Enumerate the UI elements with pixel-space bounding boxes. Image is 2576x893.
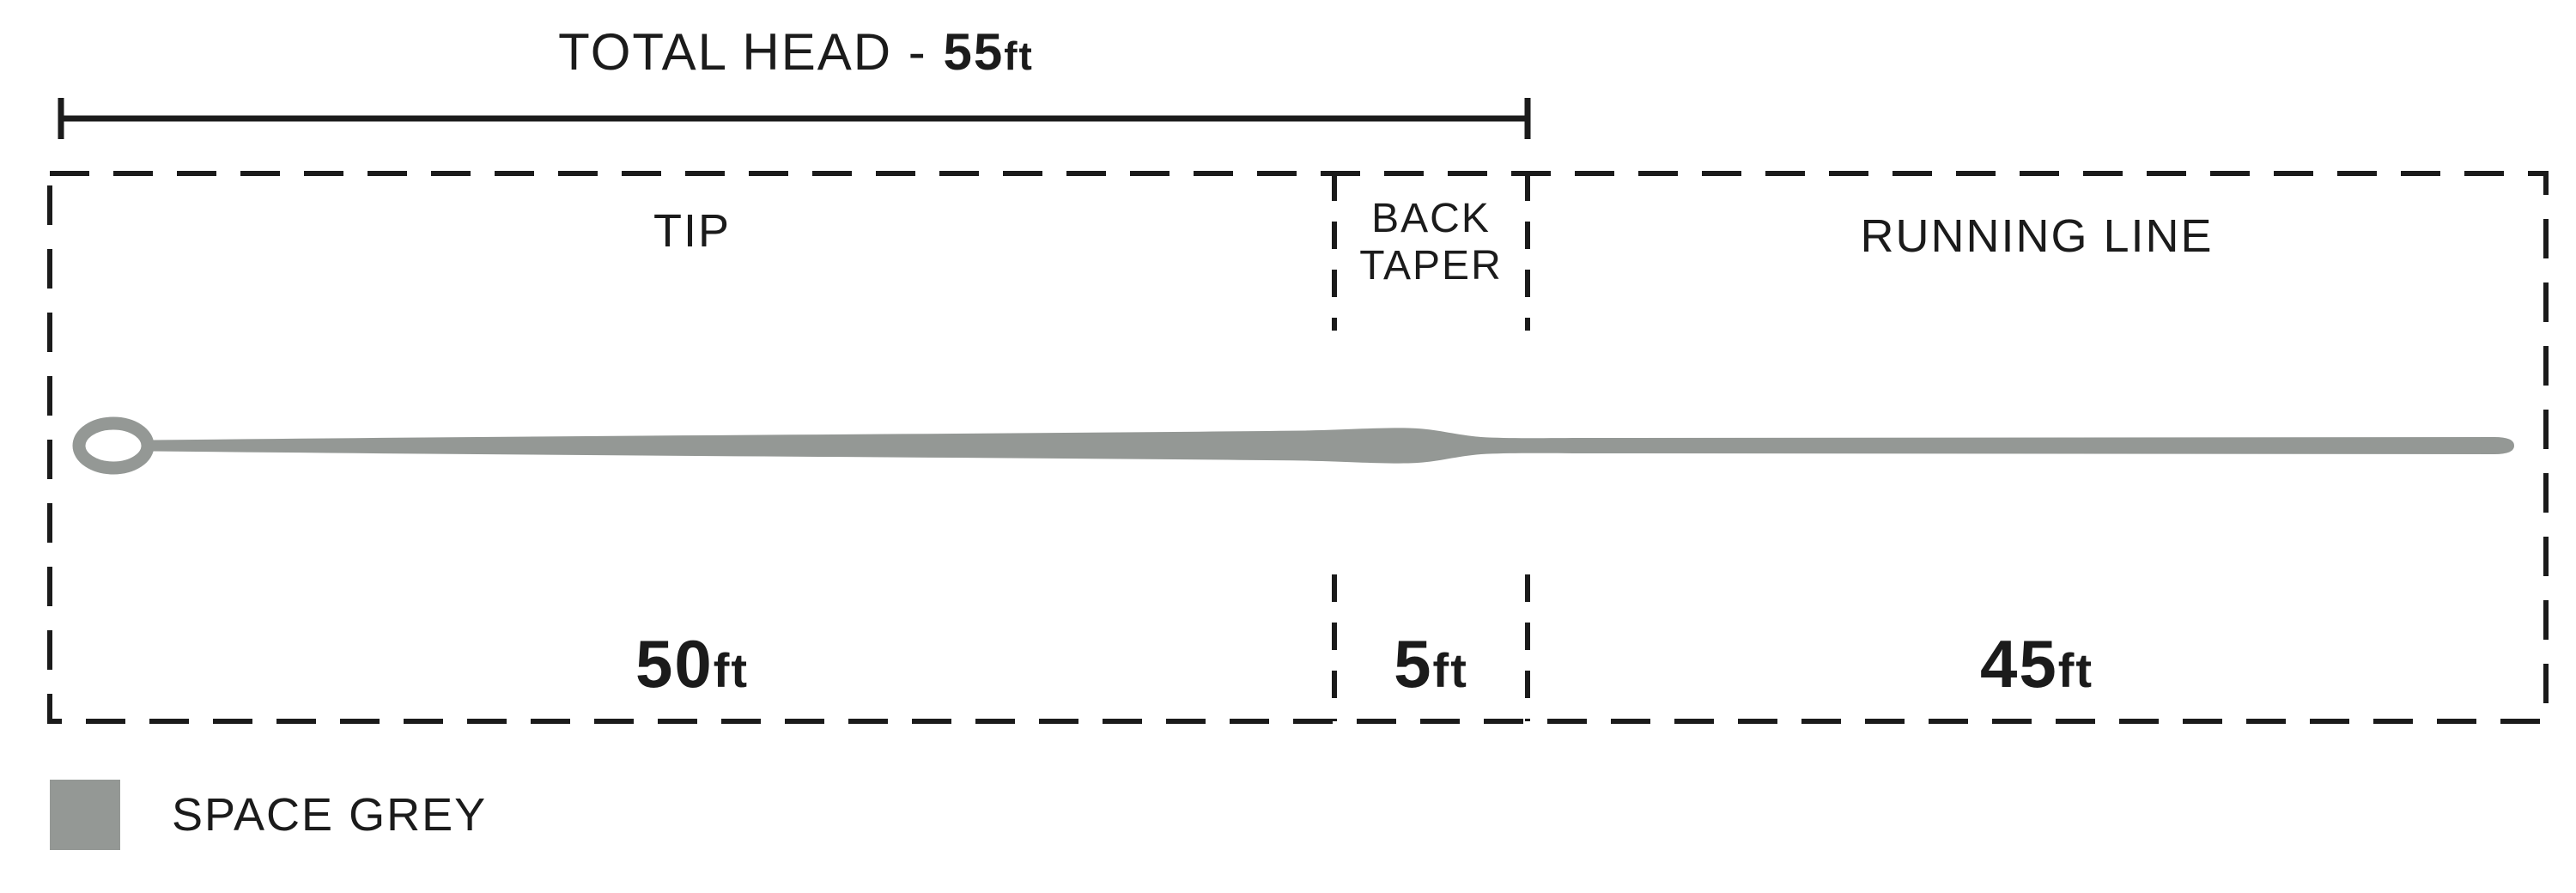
measure-back-taper-unit: ft	[1432, 643, 1468, 697]
head-bracket	[58, 98, 1531, 139]
legend-label: SPACE GREY	[172, 789, 488, 841]
section-label-running-line: RUNNING LINE	[1860, 210, 2214, 262]
measure-back-taper: 5ft	[1334, 625, 1528, 703]
section-label-tip: TIP	[653, 205, 731, 257]
title-unit: ft	[1004, 33, 1034, 78]
measure-tip: 50ft	[50, 625, 1334, 703]
legend-swatch-color	[50, 780, 120, 850]
measure-back-taper-value: 5	[1394, 626, 1433, 702]
fly-line-shape	[152, 428, 2514, 464]
measure-running-line-unit: ft	[2057, 643, 2094, 697]
diagram-border	[47, 171, 2549, 724]
measure-tip-unit: ft	[713, 643, 750, 697]
legend-swatch	[50, 780, 120, 850]
measure-running-line-value: 45	[1979, 626, 2058, 702]
section-label-back-taper: BACK TAPER	[1359, 196, 1503, 289]
legend: SPACE GREY	[50, 780, 487, 850]
title-prefix: TOTAL HEAD -	[558, 23, 944, 81]
measure-running-line: 45ft	[1528, 625, 2546, 703]
diagram-title: TOTAL HEAD - 55ft	[324, 22, 1268, 82]
title-value: 55	[943, 23, 1005, 81]
line-loop-icon	[72, 416, 155, 475]
measure-tip-value: 50	[635, 626, 714, 702]
